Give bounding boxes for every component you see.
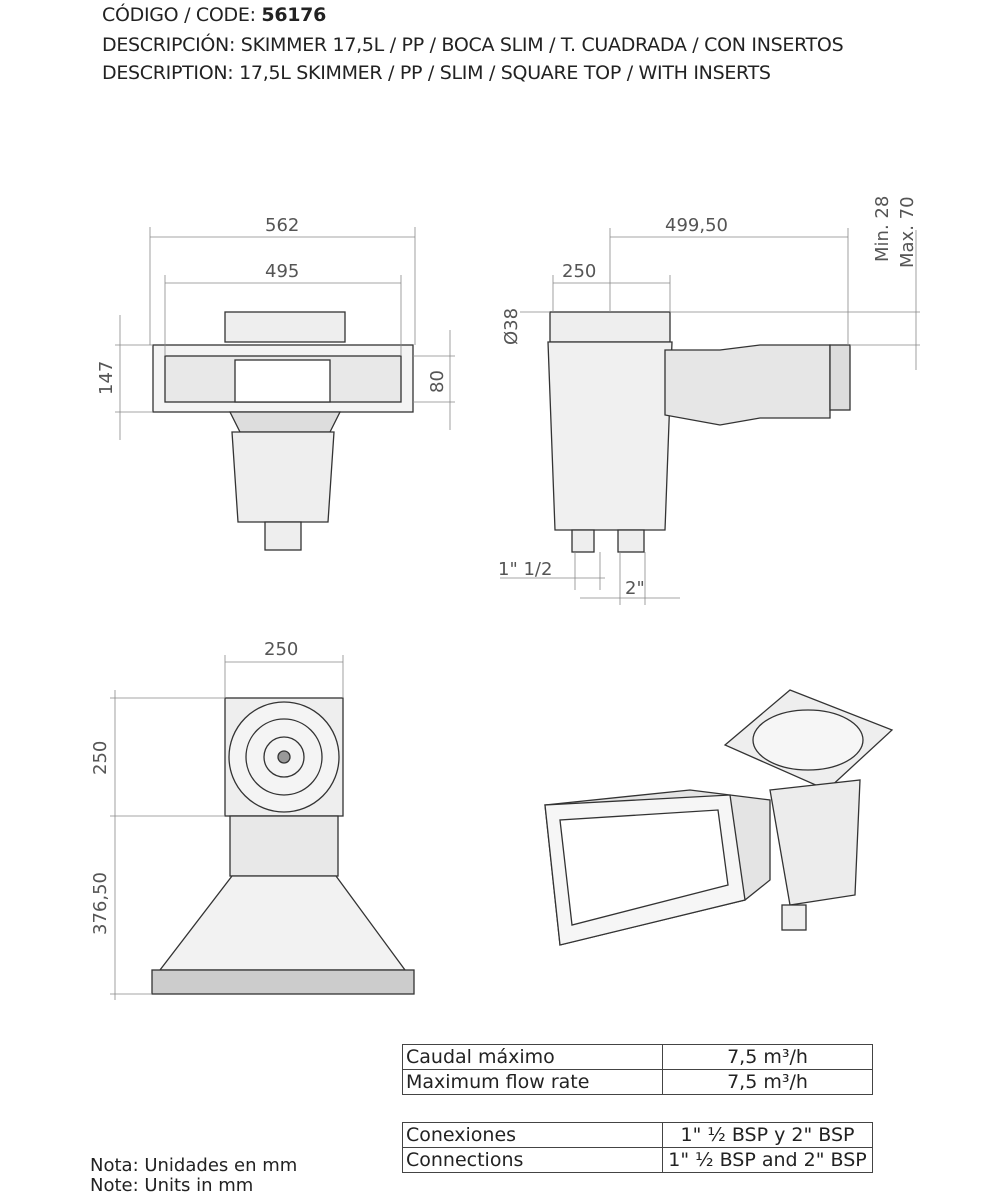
connections-value-en: 1" ½ BSP and 2" BSP: [662, 1147, 873, 1173]
description-es: DESCRIPCIÓN: SKIMMER 17,5L / PP / BOCA S…: [102, 34, 844, 56]
flow-label-es: Caudal máximo: [402, 1044, 663, 1070]
dim-front-total-width: 562: [265, 215, 299, 236]
side-view: [500, 228, 920, 605]
description-en: DESCRIPTION: 17,5L SKIMMER / PP / SLIM /…: [102, 62, 771, 84]
dim-top-mouth-depth: 376,50: [90, 872, 111, 935]
dim-side-max: Max. 70: [897, 196, 918, 268]
dim-front-mouth-width: 495: [265, 261, 299, 282]
connections-label-es: Conexiones: [402, 1122, 663, 1148]
dim-side-conn-large: 2": [625, 578, 645, 599]
flow-label-en: Maximum flow rate: [402, 1069, 663, 1095]
isometric-view: [544, 689, 894, 946]
dim-side-min: Min. 28: [872, 196, 893, 262]
note-en: Note: Units in mm: [90, 1175, 254, 1196]
front-view: [115, 227, 455, 551]
note-es: Nota: Unidades en mm: [90, 1155, 298, 1176]
top-view: [110, 655, 415, 1000]
code-label: CÓDIGO / CODE:: [102, 4, 262, 26]
dim-front-height: 147: [96, 361, 117, 395]
flow-value-en: 7,5 m³/h: [662, 1069, 873, 1095]
dim-side-body-width: 250: [562, 261, 596, 282]
connections-value-es: 1" ½ BSP y 2" BSP: [662, 1122, 873, 1148]
dim-side-diameter: Ø38: [501, 308, 522, 345]
code-line: CÓDIGO / CODE: 56176: [102, 4, 326, 26]
connections-label-en: Connections: [402, 1147, 663, 1173]
dim-side-conn-small: 1" 1/2: [498, 559, 552, 580]
dim-front-mouth-height: 80: [427, 370, 448, 393]
dim-side-length: 499,50: [665, 215, 728, 236]
flow-value-es: 7,5 m³/h: [662, 1044, 873, 1070]
dim-top-width: 250: [264, 639, 298, 660]
code-value: 56176: [261, 4, 327, 26]
dim-top-body-depth: 250: [90, 741, 111, 775]
